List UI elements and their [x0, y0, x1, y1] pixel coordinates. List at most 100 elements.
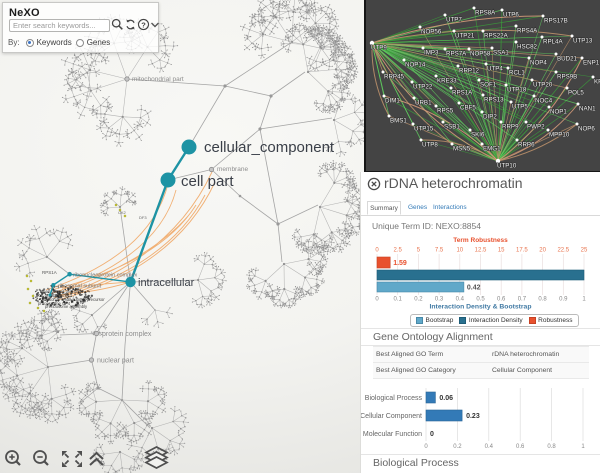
go-table-key: Best Aligned GO Category [376, 367, 456, 374]
svg-text:UTP4: UTP4 [487, 66, 503, 73]
svg-text:ribosomal small subunit precur: ribosomal small subunit precursor [42, 297, 105, 302]
by-label: By: [8, 38, 20, 47]
svg-text:NOP56: NOP56 [421, 29, 442, 36]
legend-swatch [416, 317, 423, 324]
svg-text:UTP7: UTP7 [446, 17, 462, 24]
details-tabs: Summary Genes Interactions [361, 201, 600, 216]
svg-text:DIP2: DIP2 [483, 114, 497, 121]
search-icon[interactable] [111, 18, 124, 31]
svg-text:0.5: 0.5 [476, 297, 485, 303]
svg-text:0.1: 0.1 [394, 297, 403, 303]
legend-swatch [459, 317, 467, 324]
svg-text:0.4: 0.4 [485, 444, 494, 450]
help-icon[interactable]: ? [137, 18, 150, 31]
svg-text:ribosomal subunit: ribosomal subunit [58, 284, 102, 290]
go-table-row: Best Aligned GO Term rDNA heterochromatin [373, 346, 589, 363]
svg-text:SKI6: SKI6 [471, 132, 485, 139]
tab-summary[interactable]: Summary [367, 201, 401, 215]
tab-genes[interactable]: Genes [408, 204, 428, 211]
svg-text:RPS4A: RPS4A [517, 28, 538, 35]
svg-text:15: 15 [498, 248, 505, 254]
radio-genes[interactable] [75, 38, 84, 47]
legend-label: Bootstrap [425, 317, 454, 324]
svg-text:RPS9B: RPS9B [557, 74, 577, 81]
svg-text:ribonucleoprotein complex: ribonucleoprotein complex [73, 273, 137, 279]
legend-label: Robustness [538, 317, 573, 324]
search-panel: NeXO ? By: Keywords Genes [2, 2, 159, 53]
svg-text:protein complex: protein complex [102, 331, 152, 338]
svg-text:NAN1: NAN1 [579, 106, 596, 113]
legend-label: Interaction Density [468, 317, 523, 324]
svg-text:0: 0 [430, 431, 434, 438]
search-input[interactable] [9, 19, 110, 32]
svg-text:Molecular Function: Molecular Function [363, 431, 422, 438]
collapse-all-button[interactable] [89, 451, 104, 466]
svg-text:URB1: URB1 [415, 100, 432, 107]
svg-text:RRP9: RRP9 [502, 124, 519, 131]
close-icon[interactable] [367, 177, 381, 191]
svg-text:RRP45: RRP45 [384, 74, 405, 81]
svg-text:HSC82: HSC82 [517, 44, 538, 51]
svg-text:mitochondrial part: mitochondrial part [132, 76, 184, 83]
svg-text:EMG1: EMG1 [483, 146, 501, 153]
svg-text:RPS1A: RPS1A [452, 90, 473, 97]
svg-text:22.5: 22.5 [557, 248, 569, 254]
svg-text:RPS17B: RPS17B [544, 18, 568, 25]
svg-text:KRE33: KRE33 [437, 78, 457, 85]
svg-text:ENP1: ENP1 [583, 60, 600, 67]
svg-text:RPL4A: RPL4A [543, 39, 563, 46]
svg-text:1.59: 1.59 [393, 260, 407, 267]
svg-text:UTP10: UTP10 [497, 163, 517, 170]
legend-swatch [528, 317, 536, 324]
svg-text:0: 0 [424, 444, 428, 450]
layers-button[interactable] [144, 446, 169, 469]
svg-text:RCL1: RCL1 [509, 70, 525, 77]
svg-text:CK2: CK2 [118, 210, 127, 215]
go-table-value: Cellular Component [492, 367, 553, 374]
zoom-in-button[interactable] [5, 450, 21, 466]
svg-text:0.42: 0.42 [467, 285, 481, 292]
svg-text:RPS13: RPS13 [484, 97, 504, 104]
svg-text:PCL5: PCL5 [126, 199, 137, 204]
svg-text:NOC4: NOC4 [535, 98, 553, 105]
svg-text:0.6: 0.6 [516, 444, 525, 450]
svg-text:20: 20 [539, 248, 546, 254]
svg-text:2.5: 2.5 [394, 248, 403, 254]
svg-text:17.5: 17.5 [516, 248, 528, 254]
go-table-value: rDNA heterochromatin [492, 351, 560, 358]
svg-text:intracellular: intracellular [138, 277, 195, 289]
svg-text:Term Robustness: Term Robustness [453, 237, 508, 244]
svg-text:NOP58: NOP58 [470, 51, 491, 58]
refresh-icon[interactable] [124, 18, 137, 31]
svg-text:UTP9: UTP9 [371, 45, 387, 52]
svg-text:NOP4: NOP4 [530, 60, 547, 67]
svg-text:membrane: membrane [217, 166, 248, 173]
section-gene-ontology-alignment: Gene Ontology Alignment [373, 331, 493, 343]
svg-text:UTP22: UTP22 [413, 84, 433, 91]
svg-text:RPS5: RPS5 [437, 108, 454, 115]
svg-text:UTP5: UTP5 [512, 104, 528, 111]
unique-term-id: Unique Term ID: NEXO:8854 [372, 221, 481, 231]
svg-text:UTP20: UTP20 [533, 82, 553, 89]
svg-text:preribosome assembly: preribosome assembly [45, 304, 88, 309]
collapse-panel-icon[interactable] [150, 20, 160, 30]
zoom-out-button[interactable] [33, 450, 49, 466]
go-table-key: Best Aligned GO Term [376, 351, 444, 358]
svg-text:MSN5: MSN5 [453, 146, 471, 153]
tab-interactions[interactable]: Interactions [433, 204, 467, 211]
svg-text:RRP12: RRP12 [459, 68, 480, 75]
divider [361, 328, 600, 329]
svg-text:0.4: 0.4 [456, 297, 465, 303]
divider [361, 454, 600, 455]
svg-text:UTP15: UTP15 [414, 126, 434, 133]
zoom-controls [5, 446, 169, 469]
fit-to-screen-button[interactable] [62, 451, 82, 467]
svg-text:Cellular Component: Cellular Component [361, 413, 422, 420]
radio-keywords[interactable] [25, 38, 34, 47]
chart-legend: Bootstrap Interaction Density Robustness [410, 314, 579, 327]
